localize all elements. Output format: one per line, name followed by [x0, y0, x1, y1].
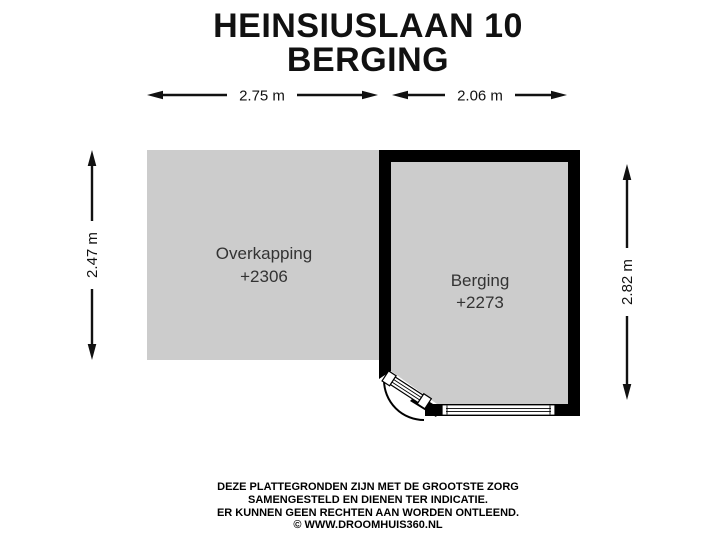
arrowhead-down-icon [622, 384, 632, 400]
arrowhead-up-icon [87, 150, 97, 166]
dimension-top-left: 2.75 m [147, 84, 378, 106]
page-title-line2: BERGING [287, 41, 449, 79]
room-berging: Berging +2273 [379, 150, 580, 421]
dimension-label: 2.06 m [457, 88, 503, 105]
dimension-label: 2.82 m [619, 259, 636, 305]
wall-left [379, 150, 391, 379]
dimension-label: 2.75 m [239, 88, 285, 105]
room-overkapping-floor [147, 150, 381, 360]
arrowhead-left-icon [147, 90, 163, 100]
door-swing-arc [383, 379, 425, 421]
room-overkapping-name: Overkapping [216, 244, 312, 263]
wall-right [568, 150, 580, 416]
wall-top [379, 150, 580, 162]
disclaimer-line2: SAMENGESTELD EN DIENEN TER INDICATIE. [248, 494, 488, 506]
dimension-label: 2.47 m [84, 232, 101, 278]
room-berging-floor [391, 162, 568, 404]
door-jamb [416, 392, 433, 410]
dimension-label-bg [445, 84, 515, 106]
disclaimer-line3: ER KUNNEN GEEN RECHTEN AAN WORDEN ONTLEE… [217, 507, 519, 519]
dimension-top-right: 2.06 m [392, 84, 567, 106]
dimension-left: 2.47 m [81, 150, 103, 360]
window-frame [441, 404, 556, 416]
dimension-right: 2.82 m [616, 164, 638, 400]
disclaimer-line1: DEZE PLATTEGRONDEN ZIJN MET DE GROOTSTE … [217, 481, 519, 493]
room-overkapping-level: +2306 [240, 267, 288, 286]
door-icon [381, 370, 433, 410]
dimension-label-bg [616, 248, 638, 316]
room-berging-name: Berging [451, 271, 510, 290]
dimension-label-bg [81, 221, 103, 289]
room-overkapping: Overkapping +2306 [147, 150, 381, 360]
room-berging-level: +2273 [456, 293, 504, 312]
arrowhead-left-icon [392, 90, 408, 100]
arrowhead-up-icon [622, 164, 632, 180]
door-panel-line [391, 381, 420, 401]
disclaimer: DEZE PLATTEGRONDEN ZIJN MET DE GROOTSTE … [217, 481, 519, 531]
door-panel-line [393, 379, 422, 398]
arrowhead-right-icon [362, 90, 378, 100]
arrowhead-down-icon [87, 344, 97, 360]
dimension-label-bg [227, 84, 297, 106]
disclaimer-copyright: © WWW.DROOMHUIS360.NL [293, 519, 443, 531]
page-title-line1: HEINSIUSLAAN 10 [213, 7, 523, 45]
arrowhead-right-icon [551, 90, 567, 100]
window-icon [441, 404, 556, 416]
